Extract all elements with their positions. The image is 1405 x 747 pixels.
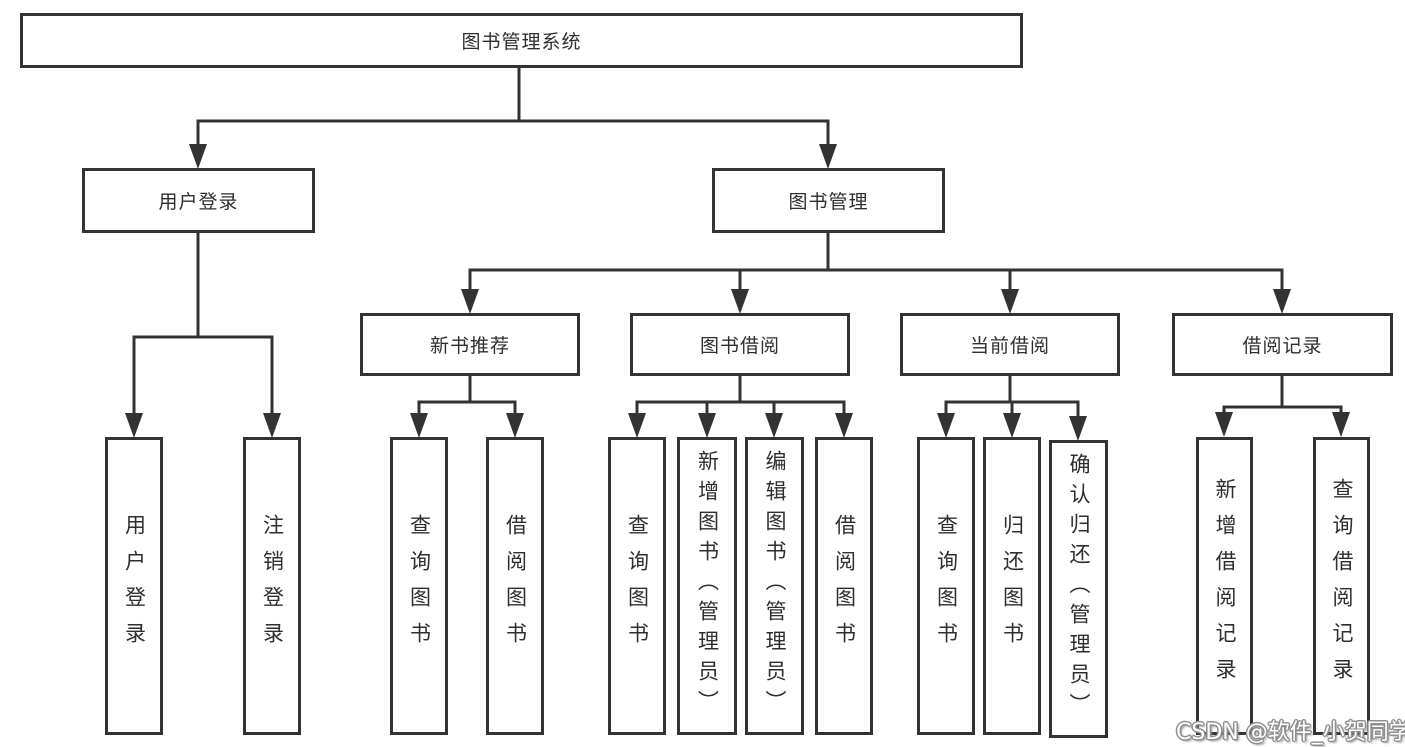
leaf-recommend-borrow-books: 借阅图书: [486, 437, 544, 735]
leaf-add-borrow-record-label: 新增借阅记录: [1213, 478, 1237, 694]
node-user-login: 用户登录: [82, 168, 315, 233]
leaf-user-login: 用户登录: [105, 437, 163, 735]
node-new-book-recommend-label: 新书推荐: [429, 335, 510, 357]
leaf-confirm-return-admin: 确认归还（管理员）: [1049, 440, 1108, 738]
leaf-recommend-borrow-books-label: 借阅图书: [503, 514, 528, 658]
leaf-recommend-query-books-label: 查询图书: [407, 514, 432, 658]
watermark: CSDN @软件_小贺同学: [1176, 720, 1405, 745]
leaf-add-books-admin-label: 新增图书（管理员）: [695, 450, 720, 720]
connector-root-to-level2: [189, 66, 837, 169]
leaf-query-borrow-record: 查询借阅记录: [1313, 437, 1370, 735]
leaf-borrow-books: 借阅图书: [815, 437, 873, 735]
leaf-borrow-books-label: 借阅图书: [832, 514, 857, 658]
leaf-edit-books-admin: 编辑图书（管理员）: [745, 437, 804, 735]
leaf-edit-books-admin-label: 编辑图书（管理员）: [763, 450, 787, 720]
connector-book-management-children: [461, 231, 1291, 314]
connector-borrow-records-children: [1215, 374, 1350, 437]
node-current-borrow: 当前借阅: [900, 313, 1120, 376]
node-book-borrow: 图书借阅: [630, 313, 850, 376]
node-library-management-system: 图书管理系统: [20, 13, 1023, 68]
node-library-management-system-label: 图书管理系统: [461, 31, 582, 53]
leaf-borrow-query-books-label: 查询图书: [625, 514, 650, 658]
connector-user-login-children: [125, 231, 281, 438]
node-book-borrow-label: 图书借阅: [699, 335, 780, 357]
leaf-return-books: 归还图书: [983, 437, 1041, 735]
connector-book-borrow-children: [628, 374, 853, 438]
node-book-management-label: 图书管理: [788, 191, 869, 213]
node-book-management: 图书管理: [712, 168, 945, 233]
leaf-borrow-query-books: 查询图书: [608, 437, 666, 735]
leaf-logout: 注销登录: [243, 437, 301, 735]
leaf-query-borrow-record-label: 查询借阅记录: [1330, 478, 1354, 694]
node-user-login-label: 用户登录: [158, 191, 239, 213]
node-new-book-recommend: 新书推荐: [360, 313, 580, 376]
leaf-user-login-label: 用户登录: [122, 514, 147, 658]
leaf-confirm-return-admin-label: 确认归还（管理员）: [1067, 453, 1091, 723]
leaf-recommend-query-books: 查询图书: [390, 437, 448, 735]
leaf-add-books-admin: 新增图书（管理员）: [677, 437, 737, 735]
leaf-logout-label: 注销登录: [260, 514, 285, 658]
node-borrow-records: 借阅记录: [1172, 313, 1393, 376]
connector-new-book-recommend-children: [410, 374, 524, 438]
node-borrow-records-label: 借阅记录: [1242, 335, 1323, 357]
leaf-return-books-label: 归还图书: [1000, 514, 1025, 658]
leaf-current-query-books: 查询图书: [917, 437, 975, 735]
node-current-borrow-label: 当前借阅: [969, 335, 1050, 357]
leaf-current-query-books-label: 查询图书: [934, 514, 959, 658]
connector-current-borrow-children: [937, 374, 1087, 441]
leaf-add-borrow-record: 新增借阅记录: [1196, 437, 1253, 735]
